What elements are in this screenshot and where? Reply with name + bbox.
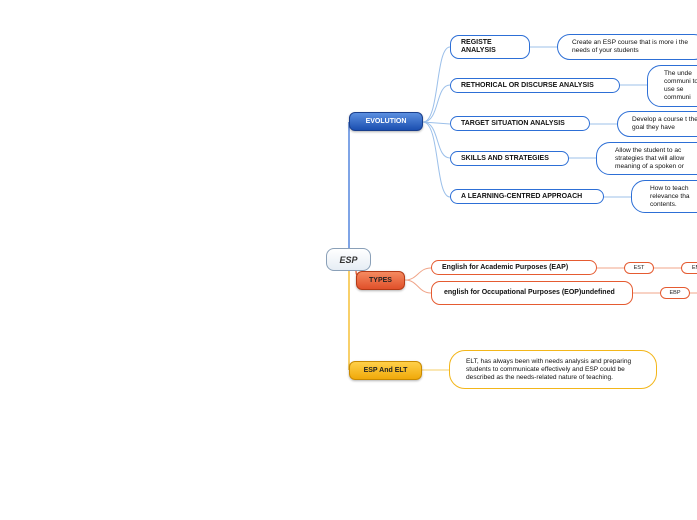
- topic-eap[interactable]: English for Academic Purposes (EAP): [431, 260, 597, 275]
- link-evo-4: [422, 121, 451, 159]
- desc-skills-strategies[interactable]: Allow the student to ac strategies that …: [596, 142, 697, 175]
- desc-rethorical-analysis[interactable]: The unde communi to use se communi: [647, 65, 697, 107]
- branch-evolution[interactable]: EVOLUTION: [349, 112, 423, 131]
- tag-ebp[interactable]: EBP: [660, 287, 690, 299]
- link-evo-2: [422, 84, 451, 123]
- branch-evolution-label: EVOLUTION: [365, 118, 407, 125]
- desc-esp-and-elt[interactable]: ELT, has always been with needs analysis…: [449, 350, 657, 389]
- link-evo-5: [422, 121, 451, 198]
- link-evo-1: [422, 46, 451, 123]
- branch-elt-label: ESP And ELT: [363, 367, 408, 374]
- desc-target-situation-analysis[interactable]: Develop a course t the goal they have: [617, 111, 697, 137]
- root-label: ESP: [339, 254, 358, 265]
- desc-registe-analysis[interactable]: Create an ESP course that is more i the …: [557, 34, 697, 60]
- topic-eop[interactable]: english for Occupational Purposes (EOP)u…: [431, 281, 633, 305]
- topic-skills-strategies[interactable]: SKILLS AND STRATEGIES: [450, 151, 569, 166]
- branch-esp-and-elt[interactable]: ESP And ELT: [349, 361, 422, 380]
- tag-em[interactable]: EM: [681, 262, 697, 274]
- link-evo-3: [422, 121, 451, 125]
- topic-rethorical-analysis[interactable]: RETHORICAL OR DISCURSE ANALYSIS: [450, 78, 620, 93]
- desc-learning-centred-approach[interactable]: How to teach relevance tha contents.: [631, 180, 697, 213]
- branch-types[interactable]: TYPES: [356, 271, 405, 290]
- topic-registe-analysis[interactable]: REGISTE ANALYSIS: [450, 35, 530, 59]
- topic-learning-centred-approach[interactable]: A LEARNING-CENTRED APPROACH: [450, 189, 604, 204]
- branch-types-label: TYPES: [369, 277, 392, 284]
- tag-est[interactable]: EST: [624, 262, 654, 274]
- root-node[interactable]: ESP: [326, 248, 371, 271]
- topic-target-situation-analysis[interactable]: TARGET SITUATION ANALYSIS: [450, 116, 590, 131]
